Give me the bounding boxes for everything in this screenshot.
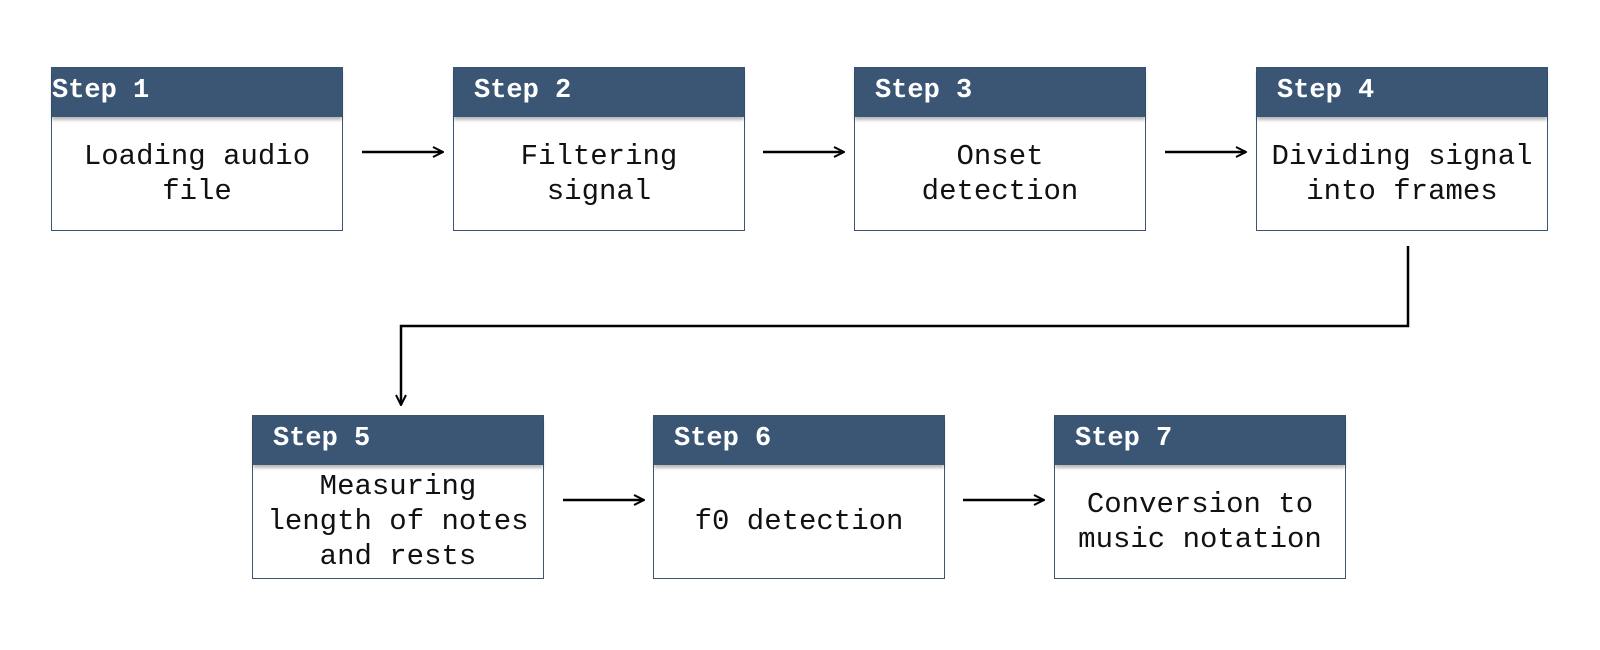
step-7-label: Step 7 bbox=[1055, 416, 1345, 465]
step-2-text: Filtering signal bbox=[520, 139, 678, 208]
step-5-label: Step 5 bbox=[253, 416, 543, 465]
step-4-label: Step 4 bbox=[1257, 68, 1547, 117]
step-6-text: f0 detection bbox=[694, 505, 904, 538]
step-3-text: Onset detection bbox=[921, 139, 1079, 208]
step-7-text: Conversion to music notation bbox=[1078, 487, 1322, 556]
step-4-text: Dividing signal into frames bbox=[1271, 139, 1533, 208]
step-4-box: Step 4 Dividing signal into frames bbox=[1256, 67, 1548, 231]
step-1-box: Step 1 Loading audio file bbox=[51, 67, 343, 231]
step-5-text: Measuring length of notes and rests bbox=[267, 470, 529, 573]
step-7-box: Step 7 Conversion to music notation bbox=[1054, 415, 1346, 579]
step-5-box: Step 5 Measuring length of notes and res… bbox=[252, 415, 544, 579]
step-6-box: Step 6 f0 detection bbox=[653, 415, 945, 579]
arrow-step4-to-step5 bbox=[401, 246, 1410, 405]
step-2-box: Step 2 Filtering signal bbox=[453, 67, 745, 231]
step-3-label: Step 3 bbox=[855, 68, 1145, 117]
step-6-label: Step 6 bbox=[654, 416, 944, 465]
step-3-box: Step 3 Onset detection bbox=[854, 67, 1146, 231]
step-1-label: Step 1 bbox=[52, 68, 342, 117]
step-2-label: Step 2 bbox=[454, 68, 744, 117]
step-1-text: Loading audio file bbox=[83, 139, 311, 208]
